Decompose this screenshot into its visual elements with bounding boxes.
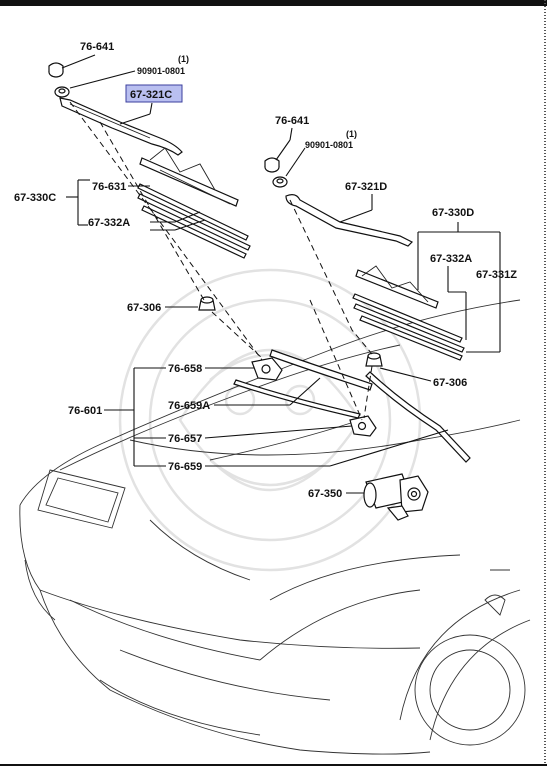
right-wiper-arm bbox=[285, 194, 414, 247]
left-arm-cap bbox=[48, 62, 64, 78]
left-arm-nut bbox=[54, 86, 70, 98]
label-67-330C: 67-330C bbox=[14, 192, 56, 204]
link-rod-76-659 bbox=[365, 371, 471, 463]
label-67-306-right: 67-306 bbox=[433, 377, 467, 389]
label-67-306-left: 67-306 bbox=[127, 302, 161, 314]
label-67-332A-left: 67-332A bbox=[88, 217, 130, 229]
label-67-321C: 67-321C bbox=[130, 89, 172, 101]
label-76-601: 76-601 bbox=[68, 405, 102, 417]
label-90901-right-qty: (1) bbox=[346, 129, 357, 139]
top-border-bar bbox=[0, 0, 547, 6]
label-90901-0801-right: 90901-0801 bbox=[305, 140, 353, 150]
label-76-659: 76-659 bbox=[168, 461, 202, 473]
label-67-332A-right: 67-332A bbox=[430, 253, 472, 265]
right-arm-nut bbox=[272, 176, 288, 188]
label-76-641-right: 76-641 bbox=[275, 115, 309, 127]
car-body-outline bbox=[19, 299, 531, 755]
assembly-guide-lines bbox=[69, 101, 373, 421]
right-wiper-blade-frame bbox=[355, 265, 439, 309]
left-wiper-blade-rubber bbox=[137, 183, 251, 259]
label-76-659A: 76-659A bbox=[168, 400, 210, 412]
label-67-321D: 67-321D bbox=[345, 181, 387, 193]
label-76-658: 76-658 bbox=[168, 363, 202, 375]
label-76-657: 76-657 bbox=[168, 433, 202, 445]
label-67-331Z: 67-331Z bbox=[476, 269, 517, 281]
label-67-330D: 67-330D bbox=[432, 207, 474, 219]
right-wiper-blade-rubber bbox=[352, 293, 465, 361]
right-pivot-76-657 bbox=[349, 415, 377, 437]
highlight-box-67-321C bbox=[125, 84, 183, 103]
left-wiper-blade-frame bbox=[139, 147, 239, 207]
right-pivot-cap-67-306 bbox=[365, 352, 383, 367]
label-76-641-left: 76-641 bbox=[80, 41, 114, 53]
left-wiper-arm bbox=[59, 97, 183, 156]
right-arm-cap bbox=[264, 157, 280, 173]
label-76-631: 76-631 bbox=[92, 181, 126, 193]
left-pivot-76-658 bbox=[251, 357, 283, 381]
left-pivot-cap-67-306 bbox=[198, 296, 216, 311]
wiper-motor-67-350 bbox=[363, 473, 429, 521]
label-90901-0801-left: 90901-0801 bbox=[137, 66, 185, 76]
label-67-350: 67-350 bbox=[308, 488, 342, 500]
watermark-emblem bbox=[118, 268, 422, 572]
label-90901-left-qty: (1) bbox=[178, 54, 189, 64]
